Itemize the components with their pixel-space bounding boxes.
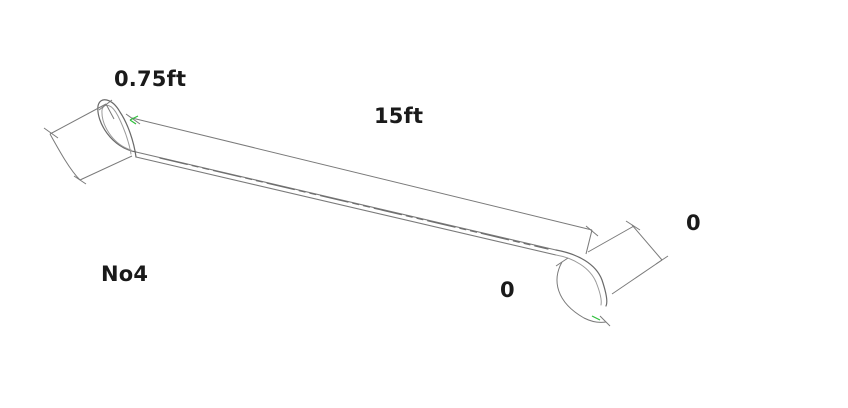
tick-hook-left-arc bbox=[73, 175, 87, 185]
tick-bend-right-top bbox=[555, 257, 569, 267]
snap-marker-right bbox=[591, 315, 601, 321]
extension-line-hook-left-top bbox=[105, 103, 115, 120]
arc-bend-right bbox=[556, 261, 607, 323]
rebar-edge-top bbox=[135, 151, 557, 251]
dimension-hook-left[interactable] bbox=[43, 99, 133, 185]
dimension-hook-right[interactable] bbox=[587, 220, 669, 295]
hook-right-length-label[interactable]: 0 bbox=[686, 211, 701, 235]
tick-length-right bbox=[585, 225, 599, 237]
dimension-line-length bbox=[131, 117, 593, 231]
hook-left-length-label[interactable]: 0.75ft bbox=[114, 67, 187, 91]
extension-line-hook-left-bottom bbox=[79, 155, 133, 181]
extension-line-hook-right-bottom bbox=[611, 259, 663, 295]
bend-right-label[interactable]: 0 bbox=[500, 278, 515, 302]
arc-hook-left bbox=[49, 133, 81, 181]
tick-hook-right-bottom bbox=[655, 255, 669, 265]
rebar-hook-right bbox=[555, 249, 608, 307]
tick-hook-right-top bbox=[625, 220, 641, 231]
tick-bend-right-bottom bbox=[599, 315, 611, 327]
tick-hook-left-top bbox=[98, 99, 113, 111]
rebar-bar[interactable] bbox=[97, 99, 608, 307]
rebar-hook-left-inner bbox=[101, 104, 132, 155]
bar-length-label[interactable]: 15ft bbox=[374, 104, 424, 128]
dimension-length[interactable] bbox=[125, 113, 599, 255]
rebar-centerline bbox=[159, 157, 549, 250]
dimension-bend-right[interactable] bbox=[555, 257, 611, 327]
dimension-line-hook-right bbox=[631, 224, 663, 261]
rebar-edge-bottom bbox=[135, 156, 557, 256]
dimension-line-hook-left bbox=[49, 103, 107, 135]
extension-line-length-right bbox=[585, 229, 593, 255]
extension-line-hook-right-top bbox=[587, 225, 635, 253]
snap-marker-left bbox=[129, 115, 139, 125]
rebar-hook-left bbox=[97, 99, 137, 158]
rebar-hook-right-inner bbox=[555, 254, 602, 306]
bar-size-label[interactable]: No4 bbox=[101, 262, 149, 286]
tick-hook-left-bottom bbox=[43, 127, 59, 139]
snap-markers bbox=[129, 115, 601, 321]
